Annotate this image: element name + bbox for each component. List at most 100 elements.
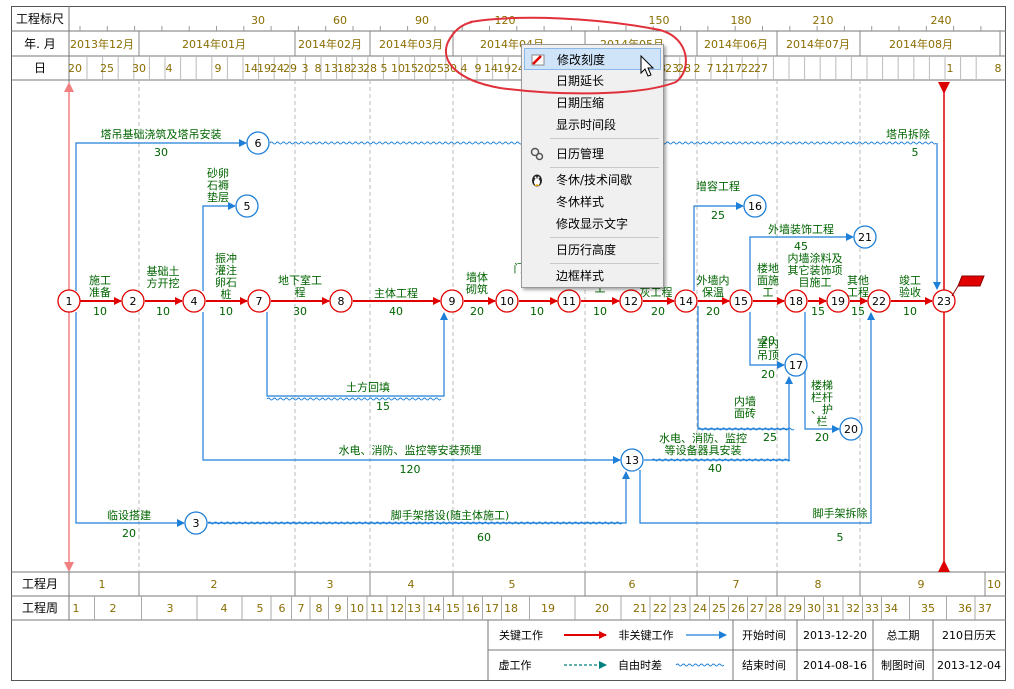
- node-number: 14: [679, 295, 693, 308]
- node-7[interactable]: 7: [247, 289, 271, 313]
- node-20[interactable]: 20: [839, 417, 863, 441]
- start-arrow-icon: [64, 82, 74, 92]
- legend-end-label: 结束时间: [742, 659, 786, 672]
- node-circle: [826, 289, 850, 313]
- day-label: 25: [430, 62, 444, 75]
- menu-item-edit-display-text[interactable]: 修改显示文字: [524, 213, 661, 235]
- menu-item-border-style[interactable]: 边框样式: [524, 265, 661, 287]
- node-number: 6: [255, 137, 262, 150]
- node-21[interactable]: 21: [853, 225, 877, 249]
- footer-row-label: 工程月: [22, 576, 58, 591]
- node-number: 9: [449, 295, 456, 308]
- legend-noncritical-label: 非关键工作: [619, 628, 674, 642]
- menu-item-date-compress[interactable]: 日期压缩: [524, 92, 661, 114]
- node-16[interactable]: 16: [743, 194, 767, 218]
- project-week-label: 16: [466, 602, 480, 615]
- node-number: 8: [338, 295, 345, 308]
- node-number: 21: [858, 231, 872, 244]
- activity-arrow-7-9: [266, 312, 448, 397]
- menu-item-winter-break[interactable]: 冬休/技术间歇: [524, 169, 661, 191]
- node-3[interactable]: 3: [184, 511, 208, 535]
- day-label: 5: [381, 62, 388, 75]
- project-week-label: 20: [595, 602, 609, 615]
- node-13[interactable]: 13: [620, 448, 644, 472]
- menu-item-label: 冬休/技术间歇: [556, 173, 633, 187]
- free-float-wave: [266, 397, 442, 401]
- node-19[interactable]: 19: [826, 289, 850, 313]
- activity-name: 等设备器具安装: [665, 443, 742, 457]
- context-menu: 修改刻度 日期延长 日期压缩 显示时间段 日历管理 冬休/技术间歇 冬休样式 修…: [521, 44, 664, 288]
- menu-item-label: 日历管理: [556, 147, 605, 161]
- node-circle: [440, 289, 464, 313]
- day-label: 1: [947, 62, 954, 75]
- node-5[interactable]: 5: [235, 194, 259, 218]
- activity-duration: 10: [156, 305, 170, 318]
- node-1[interactable]: 1: [57, 289, 81, 313]
- node-17[interactable]: 17: [784, 353, 808, 377]
- activity-name: 塔吊基础浇筑及塔吊安装: [101, 127, 222, 141]
- node-11[interactable]: 11: [557, 289, 581, 313]
- node-15[interactable]: 15: [729, 289, 753, 313]
- day-label: 13: [324, 62, 338, 75]
- node-23[interactable]: 23: [932, 289, 956, 313]
- node-number: 16: [748, 200, 762, 213]
- node-18[interactable]: 18: [784, 289, 808, 313]
- project-week-label: 29: [788, 602, 802, 615]
- activity-duration: 45: [794, 240, 808, 253]
- day-label: 19: [497, 62, 511, 75]
- activity-name: 楼梯: [811, 378, 833, 392]
- project-week-label: 12: [390, 602, 404, 615]
- node-number: 4: [191, 295, 198, 308]
- project-week-label: 19: [541, 602, 555, 615]
- menu-item-label: 显示时间段: [556, 118, 617, 132]
- activity-name: 灰工程: [640, 285, 673, 299]
- activity-duration: 20: [706, 305, 720, 318]
- project-week-label: 24: [693, 602, 707, 615]
- project-week-label: 25: [712, 602, 726, 615]
- activity-name: 地下室工: [278, 273, 322, 287]
- node-22[interactable]: 22: [867, 289, 891, 313]
- node-number: 23: [937, 295, 951, 308]
- menu-item-calendar-manage[interactable]: 日历管理: [524, 143, 661, 165]
- node-4[interactable]: 4: [182, 289, 206, 313]
- activity-duration: 20: [761, 334, 775, 347]
- activity-arrow-4-5: [202, 202, 236, 291]
- activity-duration: 20: [122, 527, 136, 540]
- activity-name: 其他: [847, 274, 869, 287]
- node-circle: [557, 289, 581, 313]
- menu-item-label: 修改显示文字: [556, 217, 629, 231]
- day-label: 3: [302, 62, 309, 75]
- activity-name: 栏: [817, 414, 828, 428]
- activity-name: 方开挖: [147, 276, 180, 290]
- menu-item-winter-style[interactable]: 冬休样式: [524, 191, 661, 213]
- node-10[interactable]: 10: [495, 289, 519, 313]
- activity-name: 外墙装饰工程: [768, 222, 834, 236]
- day-label: 9: [215, 62, 222, 75]
- penguin-icon: [532, 174, 542, 187]
- node-14[interactable]: 14: [674, 289, 698, 313]
- activity-name: 水电、消防、监控: [659, 431, 747, 445]
- free-float-wave: [651, 458, 791, 462]
- node-6[interactable]: 6: [246, 131, 270, 155]
- activity-arrow-1-6: [75, 139, 247, 291]
- node-circle: [784, 353, 808, 377]
- node-12[interactable]: 12: [619, 289, 643, 313]
- node-circle: [495, 289, 519, 313]
- activity-name: 主体工程: [374, 286, 418, 300]
- menu-item-show-period[interactable]: 显示时间段: [524, 114, 661, 136]
- node-2[interactable]: 2: [121, 289, 145, 313]
- menu-item-calendar-row-height[interactable]: 日历行高度: [524, 239, 661, 261]
- menu-item-label: 冬休样式: [556, 195, 605, 209]
- day-label: 20: [68, 62, 82, 75]
- node-9[interactable]: 9: [440, 289, 464, 313]
- project-month-label: 5: [509, 578, 516, 591]
- month-label: 2014年08月: [889, 37, 953, 51]
- day-label: 17: [728, 62, 742, 75]
- activity-arrow-15-21: [749, 233, 854, 291]
- project-week-label: 8: [316, 602, 323, 615]
- activity-name: 面施: [757, 274, 779, 287]
- node-circle: [247, 289, 271, 313]
- node-8[interactable]: 8: [329, 289, 353, 313]
- node-circle: [619, 289, 643, 313]
